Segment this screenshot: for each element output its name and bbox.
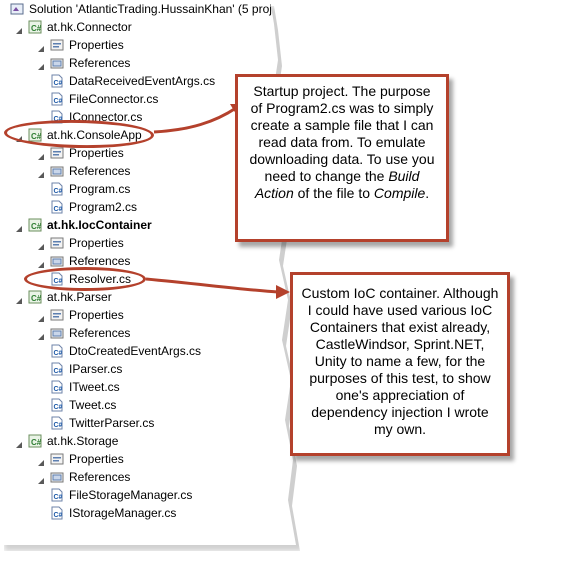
collapse-arrow-icon[interactable] — [37, 60, 44, 70]
callout-startup-text: Startup project. The purpose of Program2… — [249, 83, 435, 184]
project-icon: C# — [28, 434, 42, 448]
svg-text:C#: C# — [31, 24, 42, 33]
cs-file-icon: C# — [50, 506, 64, 520]
references-icon — [50, 326, 64, 340]
svg-text:C#: C# — [54, 512, 63, 519]
collapse-arrow-icon[interactable] — [37, 330, 44, 340]
svg-text:C#: C# — [54, 404, 63, 411]
project-icon: C# — [28, 218, 42, 232]
svg-text:C#: C# — [31, 132, 42, 141]
cs-file-icon: C# — [50, 344, 64, 358]
collapse-arrow-icon[interactable] — [37, 42, 44, 52]
callout-startup-project: Startup project. The purpose of Program2… — [235, 74, 449, 242]
cs-file-icon: C# — [50, 380, 64, 394]
tree-item-label: Properties — [69, 452, 124, 466]
svg-text:C#: C# — [54, 386, 63, 393]
tree-item-label: IStorageManager.cs — [69, 506, 177, 520]
project-consoleapp-label: at.hk.ConsoleApp — [47, 128, 142, 142]
tree-item-label: DataReceivedEventArgs.cs — [69, 74, 216, 88]
cs-file-icon: C# — [50, 398, 64, 412]
svg-text:C#: C# — [54, 98, 63, 105]
collapse-arrow-icon[interactable] — [15, 294, 22, 304]
collapse-arrow-icon[interactable] — [15, 222, 22, 232]
tree-item-label: DtoCreatedEventArgs.cs — [69, 344, 202, 358]
svg-text:C#: C# — [31, 222, 42, 231]
svg-text:C#: C# — [54, 350, 63, 357]
project-storage-label: at.hk.Storage — [47, 434, 119, 448]
properties-icon — [50, 452, 64, 466]
project-icon: C# — [28, 290, 42, 304]
collapse-arrow-icon[interactable] — [37, 240, 44, 250]
collapse-arrow-icon[interactable] — [37, 258, 44, 268]
properties-icon — [50, 308, 64, 322]
cs-file-icon: C# — [50, 416, 64, 430]
tree-item-label: IParser.cs — [69, 362, 123, 376]
project-icon: C# — [28, 128, 42, 142]
tree-item-label: References — [69, 254, 131, 268]
svg-text:C#: C# — [54, 422, 63, 429]
tree-item-label: Program.cs — [69, 182, 131, 196]
tree-item-label: IConnector.cs — [69, 110, 143, 124]
cs-file-icon: C# — [50, 362, 64, 376]
solution-icon — [10, 2, 24, 16]
tree-item-label: References — [69, 326, 131, 340]
svg-text:C#: C# — [31, 438, 42, 447]
project-icon: C# — [28, 20, 42, 34]
tree-item-label: Properties — [69, 38, 124, 52]
project-connector-label: at.hk.Connector — [47, 20, 132, 34]
highlight-ellipse-resolver — [24, 267, 146, 291]
tree-item-label: References — [69, 56, 131, 70]
callout-ioc-text: Custom IoC container. Although I could h… — [301, 285, 499, 437]
tree-item-label: TwitterParser.cs — [69, 416, 155, 430]
callout-startup-compile: Compile — [373, 185, 426, 201]
svg-text:C#: C# — [54, 116, 63, 123]
callout-startup-text-mid: of the file to — [293, 185, 374, 201]
cs-file-icon: C# — [50, 74, 64, 88]
svg-text:C#: C# — [54, 80, 63, 87]
references-icon — [50, 254, 64, 268]
collapse-arrow-icon[interactable] — [37, 312, 44, 322]
callout-ioc-container: Custom IoC container. Although I could h… — [290, 272, 510, 456]
cs-file-icon: C# — [50, 92, 64, 106]
tree-item-label: References — [69, 470, 131, 484]
collapse-arrow-icon[interactable] — [37, 474, 44, 484]
tree-item-label: FileConnector.cs — [69, 92, 159, 106]
cs-file-icon: C# — [50, 200, 64, 214]
cs-file-icon: C# — [50, 182, 64, 196]
tree-item-label: Tweet.cs — [69, 398, 117, 412]
properties-icon — [50, 146, 64, 160]
svg-text:C#: C# — [54, 206, 63, 213]
tree-item-label: Program2.cs — [69, 200, 138, 214]
tree-item-label: ITweet.cs — [69, 380, 120, 394]
collapse-arrow-icon[interactable] — [37, 150, 44, 160]
tree-item-label: Properties — [69, 236, 124, 250]
callout-startup-build-action: Build Action — [254, 168, 420, 201]
references-icon — [50, 56, 64, 70]
svg-text:C#: C# — [54, 188, 63, 195]
collapse-arrow-icon[interactable] — [37, 456, 44, 466]
tree-item-label: FileStorageManager.cs — [69, 488, 193, 502]
svg-text:C#: C# — [54, 494, 63, 501]
tree-item-label: References — [69, 164, 131, 178]
properties-icon — [50, 236, 64, 250]
project-parser-label: at.hk.Parser — [47, 290, 112, 304]
cs-file-icon: C# — [50, 488, 64, 502]
callout-startup-text-end: . — [425, 185, 430, 201]
collapse-arrow-icon[interactable] — [15, 132, 22, 142]
project-ioccontainer-label: at.hk.IocContainer — [47, 218, 152, 232]
collapse-arrow-icon[interactable] — [37, 168, 44, 178]
cs-file-icon: C# — [50, 110, 64, 124]
references-icon — [50, 164, 64, 178]
collapse-arrow-icon[interactable] — [15, 24, 22, 34]
references-icon — [50, 470, 64, 484]
properties-icon — [50, 38, 64, 52]
svg-text:C#: C# — [54, 368, 63, 375]
tree-item-label: Properties — [69, 146, 124, 160]
collapse-arrow-icon[interactable] — [15, 438, 22, 448]
solution-root-label: Solution 'AtlanticTrading.HussainKhan' (… — [29, 2, 279, 16]
svg-text:C#: C# — [31, 294, 42, 303]
tree-item-label: Properties — [69, 308, 124, 322]
